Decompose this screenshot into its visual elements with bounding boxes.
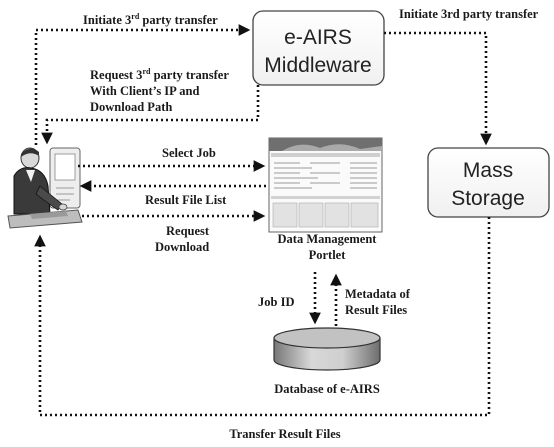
- portlet-label-line2: Portlet: [309, 248, 347, 262]
- mass-storage-label-line1: Mass: [463, 159, 513, 182]
- user-at-computer-icon: [7, 147, 83, 229]
- portlet-screenshot-icon: [268, 137, 383, 233]
- portlet-label-line1: Data Management: [278, 232, 378, 246]
- metadata-label-line2: Result Files: [345, 303, 407, 317]
- middleware-box: e-AIRS Middleware: [252, 10, 385, 86]
- database-label: Database of e-AIRS: [274, 382, 380, 396]
- select-job-label: Select Job: [162, 146, 216, 160]
- database-cylinder-icon: [273, 327, 381, 371]
- result-file-list-label: Result File List: [145, 193, 227, 207]
- request-transfer-label-line1: Request 3rd party transfer: [90, 67, 229, 82]
- transfer-result-files-label: Transfer Result Files: [229, 427, 340, 441]
- request-transfer-label-line3: Download Path: [90, 100, 172, 114]
- request-transfer-arrow: [41, 85, 260, 145]
- request-transfer-label-line2: With Client’s IP and: [90, 84, 199, 98]
- initiate-transfer-arrow-left: [34, 24, 251, 145]
- job-id-label: Job ID: [258, 295, 294, 309]
- middleware-label-line2: Middleware: [264, 54, 371, 77]
- transfer-result-files-arrow: [34, 217, 491, 417]
- metadata-label-line1: Metadata of: [345, 287, 411, 301]
- initiate-transfer-label-right: Initiate 3rd party transfer: [399, 7, 539, 21]
- middleware-label-line1: e-AIRS: [284, 26, 352, 49]
- request-download-label-line2: Download: [155, 240, 209, 254]
- request-download-label-line1: Request: [166, 224, 210, 238]
- initiate-transfer-arrow-right: [384, 31, 492, 146]
- mass-storage-box: Mass Storage: [427, 147, 550, 218]
- mass-storage-label-line2: Storage: [451, 187, 525, 210]
- initiate-transfer-label-left: Initiate 3rd party transfer: [83, 12, 218, 27]
